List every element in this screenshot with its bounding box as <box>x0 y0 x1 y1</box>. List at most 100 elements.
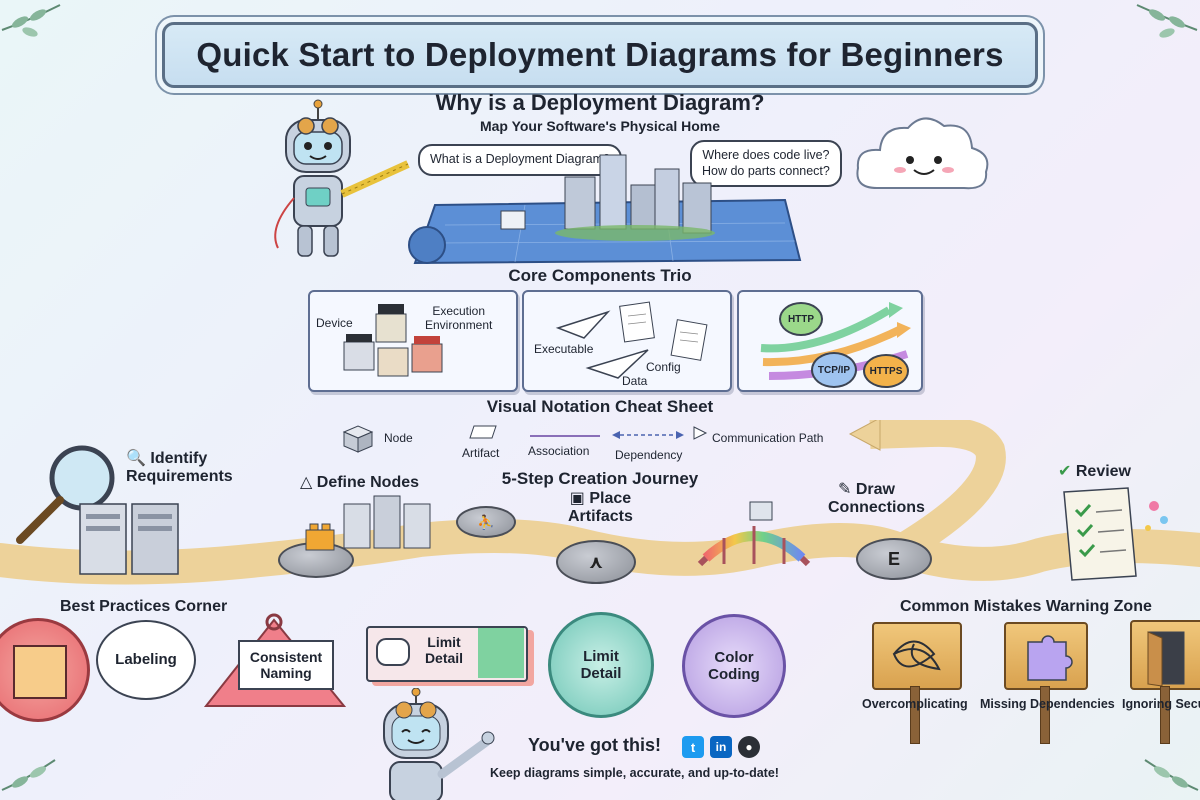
intro-heading: Why is a Deployment Diagram? <box>435 90 765 115</box>
frame-icon <box>13 645 67 699</box>
node-cubes-icon <box>343 304 443 377</box>
execution-label: Execution Environment <box>425 304 492 332</box>
stone-small: ⛹ <box>456 506 516 538</box>
practice-limit-detail-1: Limit Detail <box>424 634 464 667</box>
package-icon: ▣ <box>569 490 585 507</box>
limit-detail-badge: Limit Detail <box>548 612 654 718</box>
stone-step3: ⋏ <box>556 540 636 584</box>
association-line <box>530 435 600 437</box>
limit-detail-card: Limit Detail <box>366 626 528 682</box>
sign-post <box>1160 686 1170 744</box>
panel-artifacts: Executable Config Data <box>522 290 732 392</box>
orange-block-icon <box>305 523 335 551</box>
blueprint-city-icon <box>408 154 802 265</box>
data-label: Data <box>622 374 648 388</box>
server-icon <box>79 503 179 575</box>
tcpip-label: TCP/IP <box>817 364 851 376</box>
step1-line1: Identify <box>150 450 208 467</box>
overcomplicating-sign <box>872 622 962 690</box>
page-title: Quick Start to Deployment Diagrams for B… <box>196 36 1004 73</box>
artifact-shape-icon <box>469 425 497 439</box>
robot-pointing-icon <box>383 688 495 800</box>
pencil-icon: ✎ <box>838 481 852 498</box>
title-banner: Quick Start to Deployment Diagrams for B… <box>162 22 1038 88</box>
tagline-text: Keep diagrams simple, accurate, and up-t… <box>490 766 779 780</box>
sign-post <box>910 686 920 744</box>
intro-subheading: Map Your Software's Physical Home <box>479 118 721 134</box>
leaf-corner-top-left <box>1 4 61 37</box>
communication-path-icon <box>693 426 708 440</box>
journey-heading: 5-Step Creation Journey <box>501 469 699 488</box>
notation-communication-path: Communication Path <box>712 431 824 445</box>
tangle-icon <box>892 640 941 671</box>
http-label: HTTP <box>787 313 815 325</box>
magnifier-icon <box>16 445 115 544</box>
practice-consistent-naming: Consistent Naming <box>249 648 323 681</box>
puzzle-icon <box>1027 635 1073 681</box>
step5-text: Review <box>1075 463 1131 480</box>
paper-planes-icon <box>555 301 708 379</box>
ignoring-security-sign <box>1130 620 1200 690</box>
twitter-icon[interactable]: t <box>682 736 704 758</box>
step3-line2: Artifacts <box>568 508 633 526</box>
device-label: Device <box>316 316 353 330</box>
checkmark-icon: ✔ <box>1058 463 1072 480</box>
question-bubble-left: What is a Deployment Diagram? <box>418 144 622 176</box>
best-practice-badge-icon <box>0 618 90 722</box>
missing-dependencies-sign <box>1004 622 1088 690</box>
practice-limit-detail-2: Limit Detail <box>580 647 622 682</box>
notation-node: Node <box>384 431 413 445</box>
leaf-corner-bottom-left <box>1 759 56 791</box>
node-cube-icon <box>342 425 374 453</box>
step3-line1: Place <box>589 490 632 507</box>
panel-protocols: HTTP TCP/IP HTTPS <box>737 290 923 392</box>
notation-association: Association <box>528 444 590 458</box>
step5-label: ✔ Review <box>1058 463 1131 481</box>
practice-labeling: Labeling <box>115 651 177 669</box>
practice-color-coding: Color Coding <box>708 648 760 683</box>
consistent-naming-card: Consistent Naming <box>238 640 334 690</box>
step3-label: ▣ Place Artifacts <box>568 490 633 527</box>
step4-line2: Connections <box>828 499 925 517</box>
mistake-overcomplicating: Overcomplicating <box>862 697 968 711</box>
labeling-bubble: Labeling <box>96 620 196 700</box>
notes-icon <box>478 628 524 678</box>
step4-line1: Draw <box>855 481 895 498</box>
step2-text: Define Nodes <box>316 474 420 491</box>
robot-icon <box>274 99 410 257</box>
bubble-right-line1: Where does code live? <box>702 148 830 162</box>
github-icon[interactable]: ● <box>738 736 760 758</box>
notation-heading: Visual Notation Cheat Sheet <box>486 397 714 416</box>
step1-label: 🔍 Identify Requirements <box>126 450 233 487</box>
execution-label-line1: Execution <box>432 304 486 318</box>
sign-post <box>1040 686 1050 744</box>
http-badge: HTTP <box>779 302 823 336</box>
https-label: HTTPS <box>869 365 903 377</box>
dependency-arrow-icon <box>612 431 684 439</box>
mistakes-heading: Common Mistakes Warning Zone <box>900 598 1152 615</box>
https-badge: HTTPS <box>863 354 909 388</box>
color-coding-badge: Color Coding <box>682 614 786 718</box>
checklist-icon <box>1063 487 1168 581</box>
cloud-icon <box>856 117 989 190</box>
linkedin-icon[interactable]: in <box>710 736 732 758</box>
question-bubble-right: Where does code live? How do parts conne… <box>690 140 842 188</box>
best-practices-heading: Best Practices Corner <box>60 598 228 615</box>
step2-label: △ Define Nodes <box>300 474 419 492</box>
leaf-corner-top-right <box>1136 4 1198 38</box>
bubble-left-text: What is a Deployment Diagram? <box>430 152 610 166</box>
stone-mark: E <box>887 548 900 569</box>
mistake-missing-dependencies: Missing Dependencies <box>980 697 1115 711</box>
step4-label: ✎ Draw Connections <box>828 481 925 518</box>
panel-devices: Device Execution Environment <box>308 290 518 392</box>
chat-icon <box>376 638 410 666</box>
stone-step4: E <box>856 538 932 580</box>
mistake-ignoring-security: Ignoring Secu <box>1122 697 1200 711</box>
node-servers-icon <box>343 495 431 549</box>
bridge-icon <box>697 501 811 567</box>
notation-artifact: Artifact <box>462 446 500 460</box>
leaf-corner-bottom-right <box>1144 759 1199 791</box>
open-door-icon <box>1147 631 1185 687</box>
core-heading: Core Components Trio <box>508 266 692 285</box>
config-label: Config <box>646 360 681 374</box>
